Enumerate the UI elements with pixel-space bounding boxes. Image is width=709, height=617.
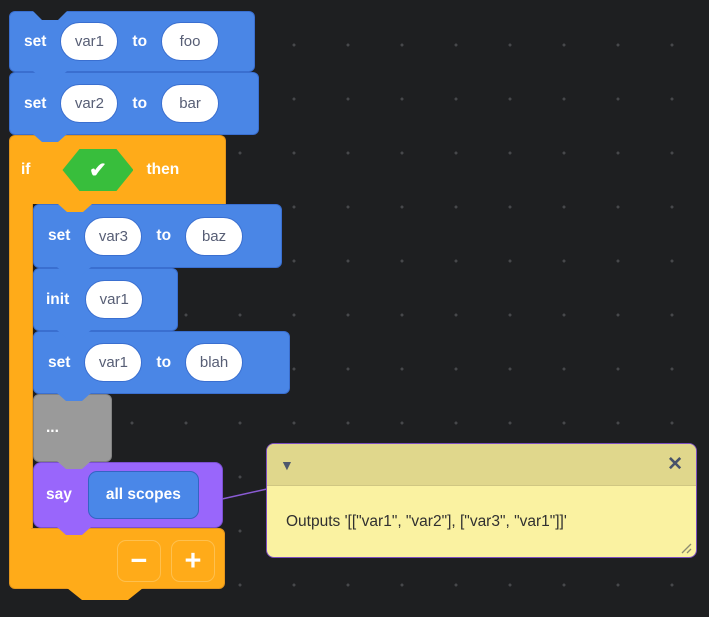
value-field-bar[interactable]: bar — [161, 84, 220, 123]
set-label: set — [48, 353, 71, 371]
bottom-notch — [57, 393, 91, 401]
bottom-notch — [57, 330, 91, 338]
checkmark-icon: ✔ — [89, 158, 107, 182]
block-set-var3[interactable]: set var3 to baz — [33, 204, 282, 268]
add-branch-button[interactable]: + — [171, 540, 215, 582]
resize-handle-icon[interactable] — [678, 540, 692, 554]
block-init-var1[interactable]: init var1 — [33, 268, 178, 331]
set-label: set — [24, 94, 47, 112]
var1-field[interactable]: var1 — [85, 280, 144, 319]
init-label: init — [46, 290, 70, 308]
boolean-condition-slot[interactable]: ✔ — [62, 149, 134, 191]
bottom-notch — [67, 588, 143, 600]
collapse-comment-icon[interactable]: ▼ — [280, 456, 294, 473]
value-field-foo[interactable]: foo — [161, 22, 220, 61]
to-label: to — [132, 94, 148, 112]
all-scopes-field[interactable]: all scopes — [87, 471, 199, 519]
bottom-notch — [57, 527, 91, 535]
var1-field[interactable]: var1 — [84, 343, 143, 382]
var2-field[interactable]: var2 — [60, 84, 119, 123]
var1-field[interactable]: var1 — [60, 22, 119, 61]
value-field-baz[interactable]: baz — [185, 216, 244, 256]
block-set-var1[interactable]: set var1 to foo — [9, 11, 255, 72]
value-field-blah[interactable]: blah — [185, 343, 244, 382]
to-label: to — [132, 32, 148, 50]
say-label: say — [46, 486, 72, 503]
ellipsis-label: ... — [46, 419, 59, 436]
if-seam-cover — [10, 521, 31, 536]
bottom-notch — [57, 461, 91, 469]
bottom-notch — [33, 134, 67, 142]
comment-text: Outputs '[["var1", "var2"], ["var3", "va… — [286, 513, 567, 530]
to-label: to — [156, 227, 172, 244]
comment-text-area[interactable]: Outputs '[["var1", "var2"], ["var3", "va… — [267, 486, 696, 557]
close-comment-icon[interactable]: ✕ — [667, 454, 683, 475]
comment-header: ▼ ✕ — [267, 444, 696, 486]
if-label: if — [21, 161, 31, 178]
block-set-var2[interactable]: set var2 to bar — [9, 72, 259, 135]
block-placeholder[interactable]: ... — [33, 394, 112, 462]
remove-branch-button[interactable]: − — [117, 540, 161, 582]
comment-bubble[interactable]: ▼ ✕ Outputs '[["var1", "var2"], ["var3",… — [266, 443, 697, 558]
set-label: set — [24, 32, 47, 50]
var3-field[interactable]: var3 — [84, 216, 143, 256]
bottom-notch — [33, 71, 67, 79]
block-say[interactable]: say all scopes — [33, 462, 223, 528]
set-label: set — [48, 227, 71, 244]
if-block-spine — [9, 204, 33, 530]
if-seam-cover — [10, 196, 31, 212]
substack-notch — [58, 204, 92, 212]
then-label: then — [146, 161, 180, 178]
block-set-var1-blah[interactable]: set var1 to blah — [33, 331, 290, 394]
to-label: to — [156, 353, 172, 371]
top-notch — [33, 11, 67, 20]
block-if[interactable]: if ✔ then — [9, 135, 226, 204]
bottom-notch — [57, 267, 91, 275]
if-block-foot[interactable]: − + — [9, 528, 225, 589]
